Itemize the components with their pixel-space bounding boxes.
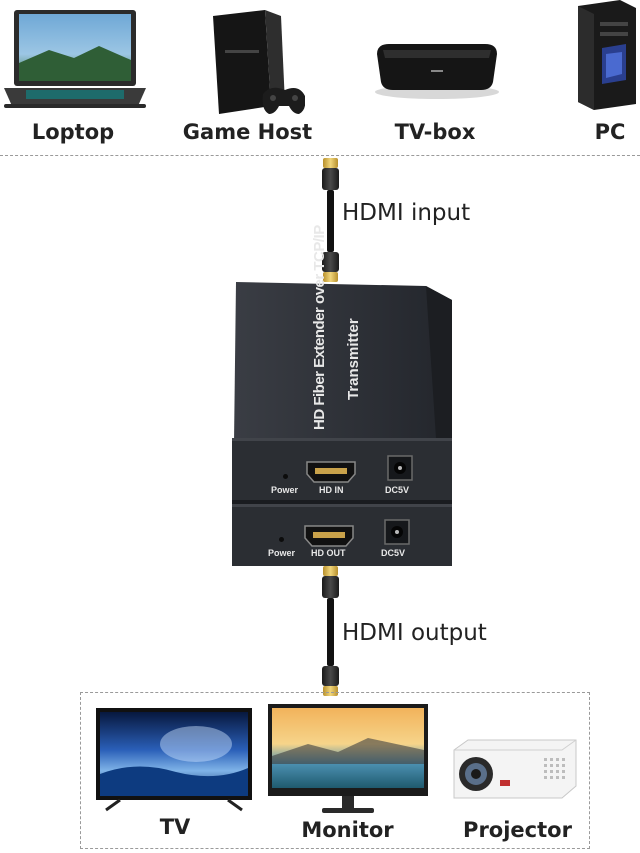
source-label-game-host: Game Host (182, 120, 313, 144)
transmitter-power-led (283, 474, 288, 479)
output-devices-box (80, 692, 590, 849)
output-label-projector: Projector (463, 818, 572, 842)
source-divider (0, 155, 640, 156)
tv-box-icon (375, 44, 499, 99)
transmitter-dc-port (387, 455, 413, 481)
game-console-icon (213, 10, 305, 114)
laptop-icon (4, 10, 146, 108)
hdmi-input-label: HDMI input (342, 200, 471, 226)
receiver-dc5v-label: DC5V (381, 548, 406, 558)
receiver-dc-port (384, 519, 410, 545)
transmitter-power-label: Power (271, 485, 299, 495)
transmitter-hdmi-in-port (306, 461, 356, 483)
receiver-power-label: Power (268, 548, 296, 558)
output-label-monitor: Monitor (301, 818, 394, 842)
monitor-icon (268, 704, 428, 813)
receiver-hdmi-out-port (304, 525, 354, 547)
hdmi-output-label: HDMI output (342, 620, 487, 646)
output-label-tv: TV (159, 815, 191, 839)
receiver-power-led (279, 537, 284, 542)
source-label-laptop: Loptop (31, 120, 115, 144)
source-label-pc: PC (594, 120, 626, 144)
tv-icon (96, 708, 252, 812)
receiver-hd-out-label: HD OUT (311, 548, 346, 558)
transmitter-top-text: HD Fiber Extender over TCP/IP Transmitte… (310, 225, 364, 430)
projector-icon (453, 739, 577, 799)
transmitter-dc5v-label: DC5V (385, 485, 410, 495)
pc-tower-icon (578, 0, 636, 110)
transmitter-box (232, 282, 452, 500)
transmitter-title: HD Fiber Extender over TCP/IP (311, 225, 328, 430)
source-label-tv-box: TV-box (394, 120, 476, 144)
transmitter-hd-in-label: HD IN (319, 485, 344, 495)
transmitter-subtitle: Transmitter (345, 318, 362, 400)
